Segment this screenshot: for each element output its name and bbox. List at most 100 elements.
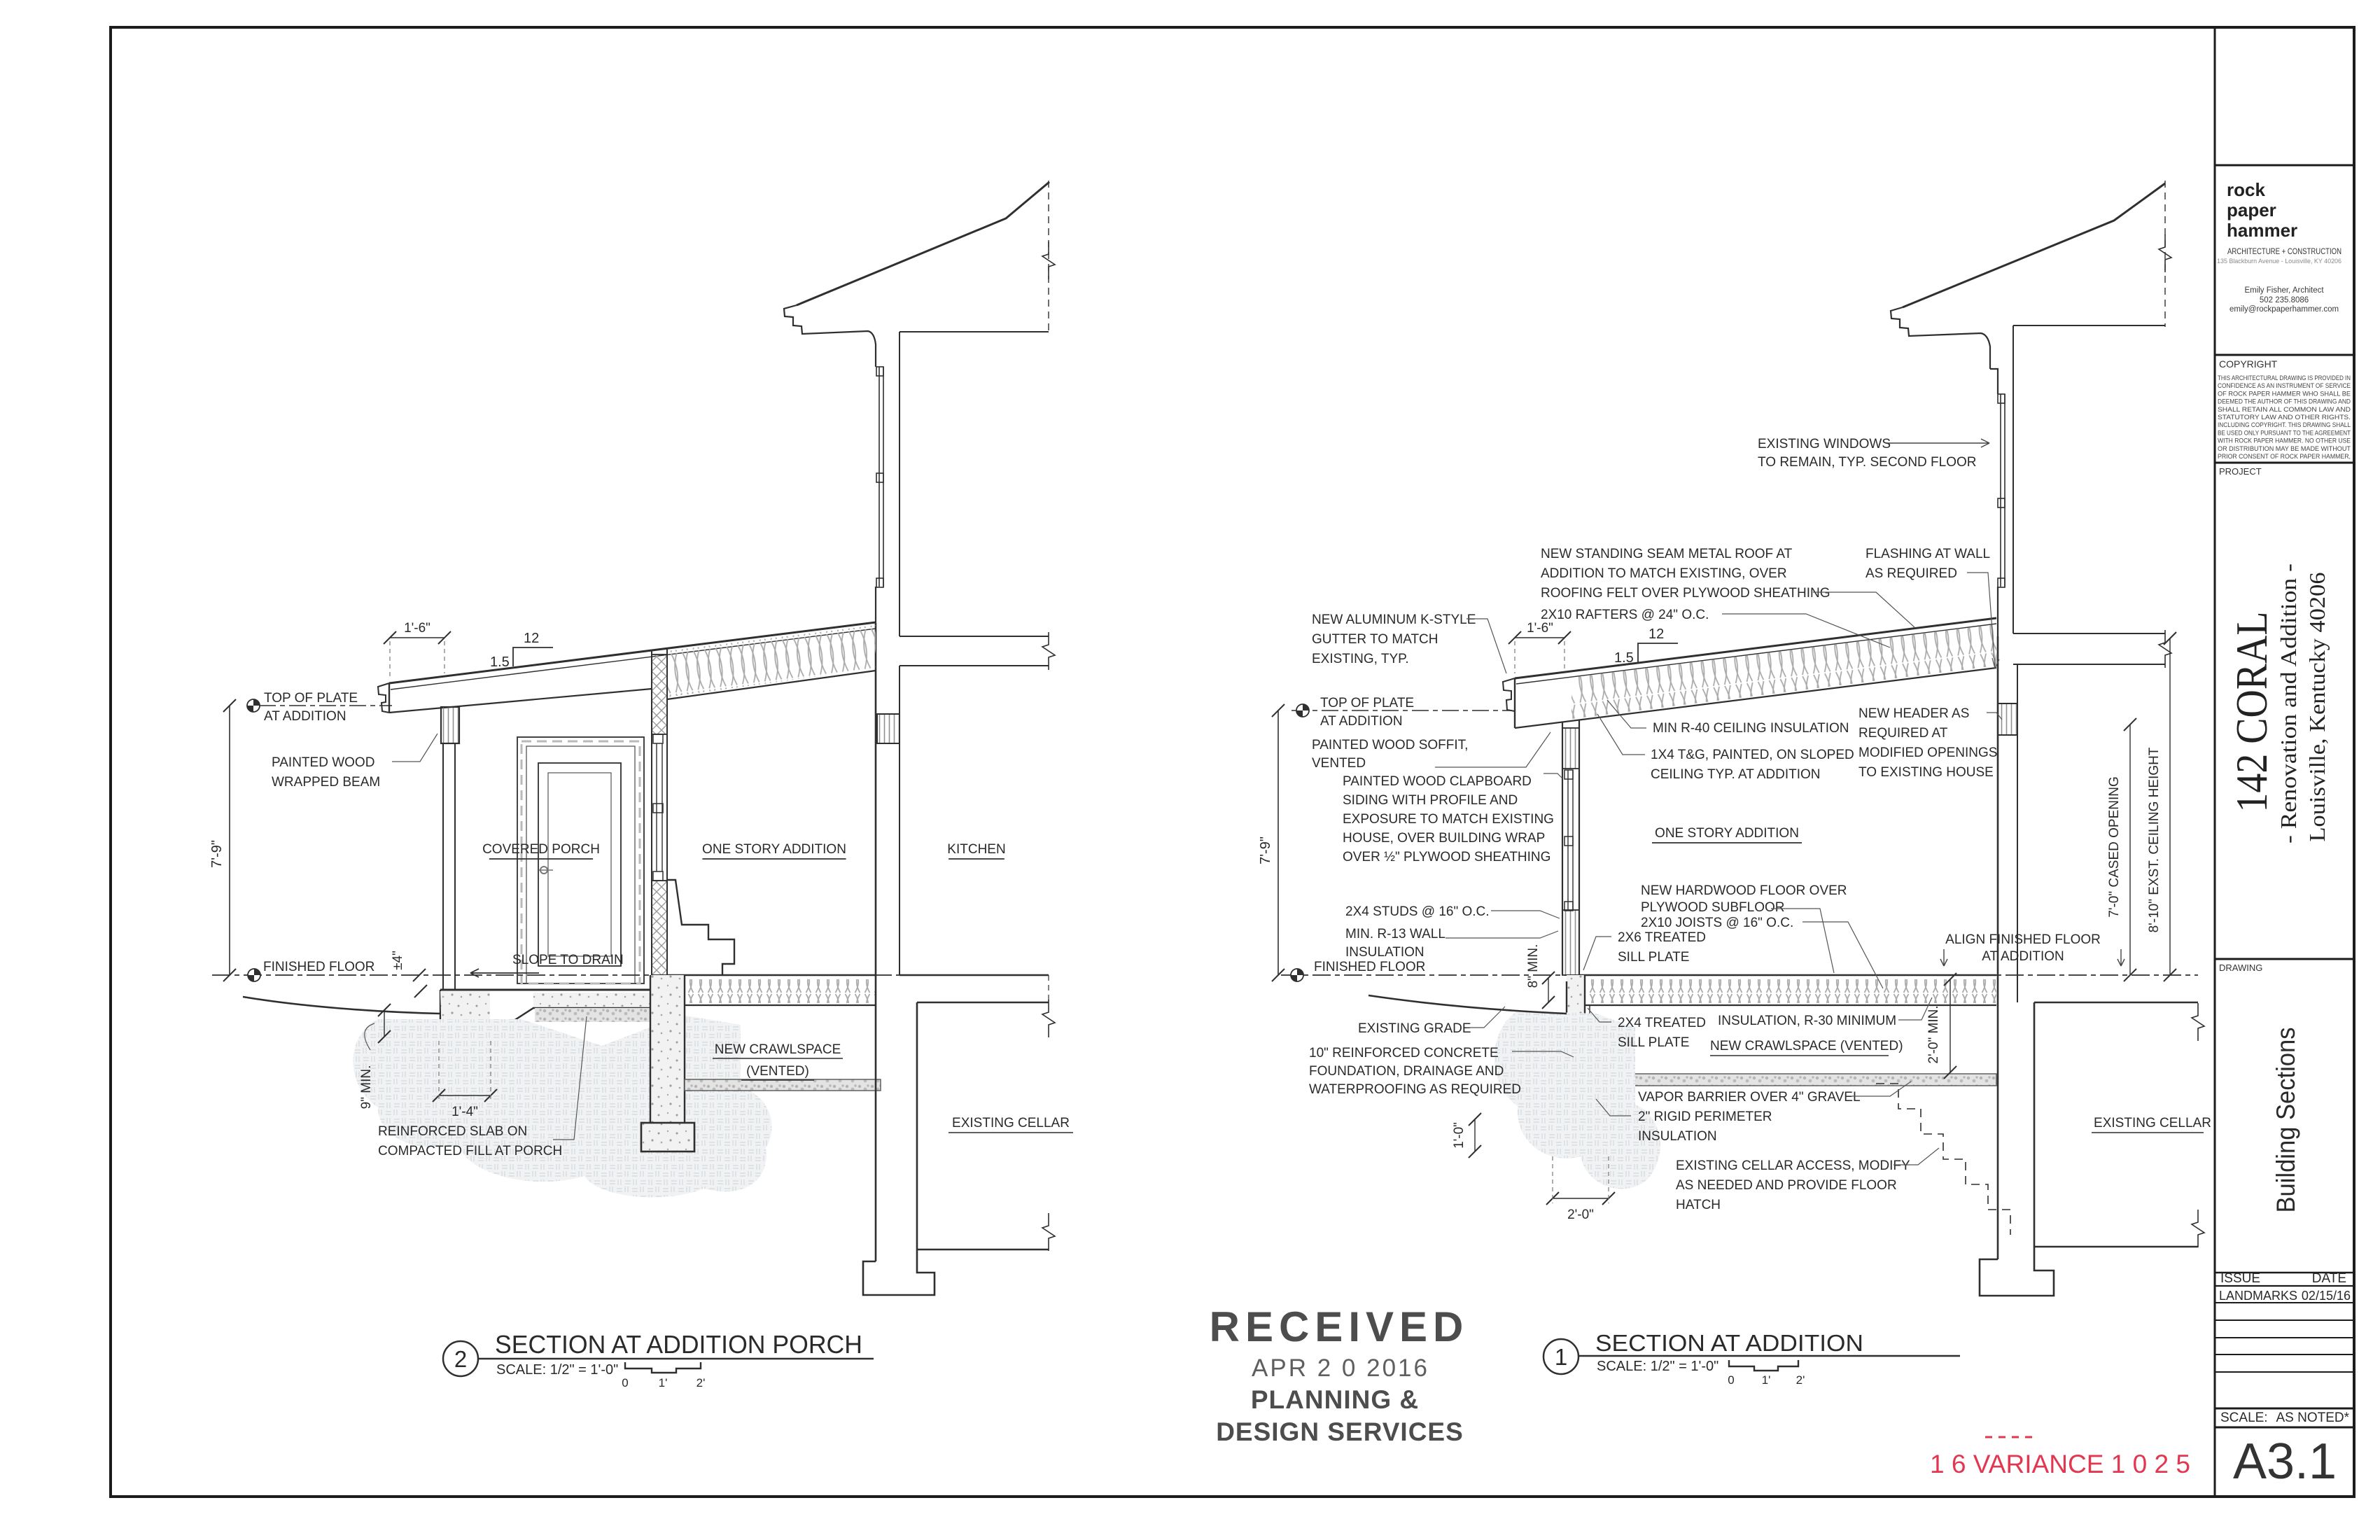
svg-text:0: 0 [1728,1373,1734,1387]
svg-text:INCLUDING COPYRIGHT. THIS DRAW: INCLUDING COPYRIGHT. THIS DRAWING SHALL [2218,421,2351,428]
svg-text:02/15/16: 02/15/16 [2302,1289,2351,1303]
svg-text:HATCH: HATCH [1676,1198,1721,1212]
svg-text:8'-10" EXST. CEILING HEIGHT: 8'-10" EXST. CEILING HEIGHT [2147,747,2162,932]
svg-text:TO EXISTING HOUSE: TO EXISTING HOUSE [1858,765,1994,780]
svg-text:7'-9": 7'-9" [209,840,225,868]
svg-text:2'-0" MIN.: 2'-0" MIN. [1926,1005,1941,1063]
svg-text:DATE: DATE [2312,1271,2346,1286]
svg-text:10" REINFORCED CONCRETE: 10" REINFORCED CONCRETE [1309,1046,1499,1060]
svg-text:NEW HEADER AS: NEW HEADER AS [1858,706,1969,721]
svg-text:VENTED: VENTED [1312,756,1366,771]
svg-text:9" MIN.: 9" MIN. [359,1065,374,1110]
svg-text:SILL PLATE: SILL PLATE [1618,1035,1689,1050]
svg-text:DESIGN SERVICES: DESIGN SERVICES [1216,1418,1464,1446]
svg-text:1': 1' [659,1376,668,1390]
svg-text:TOP OF PLATE: TOP OF PLATE [1320,696,1414,710]
svg-text:EXISTING CELLAR ACCESS, MODIFY: EXISTING CELLAR ACCESS, MODIFY [1676,1158,1910,1173]
svg-text:RECEIVED: RECEIVED [1210,1303,1469,1350]
svg-text:emily@rockpaperhammer.com: emily@rockpaperhammer.com [2230,305,2339,314]
svg-text:PROJECT: PROJECT [2219,466,2262,477]
svg-text:NEW STANDING SEAM METAL ROOF A: NEW STANDING SEAM METAL ROOF AT [1541,547,1793,561]
svg-text:SECTION AT ADDITION: SECTION AT ADDITION [1595,1330,1863,1356]
svg-text:7'-9": 7'-9" [1258,836,1273,864]
svg-text:NEW ALUMINUM K-STYLE: NEW ALUMINUM K-STYLE [1312,612,1476,627]
svg-text:AT ADDITION: AT ADDITION [264,709,346,724]
svg-text:ADDITION TO MATCH EXISTING, OV: ADDITION TO MATCH EXISTING, OVER [1541,566,1787,581]
svg-text:MIN R-40 CEILING INSULATION: MIN R-40 CEILING INSULATION [1653,721,1849,736]
svg-text:COVERED PORCH: COVERED PORCH [482,842,600,857]
svg-text:1'-4": 1'-4" [451,1105,478,1119]
svg-text:2: 2 [454,1346,467,1372]
svg-text:Building Sections: Building Sections [2272,1028,2300,1213]
svg-text:PAINTED WOOD: PAINTED WOOD [272,755,374,770]
svg-text:WRAPPED BEAM: WRAPPED BEAM [272,775,380,790]
svg-text:PAINTED WOOD CLAPBOARD: PAINTED WOOD CLAPBOARD [1343,774,1532,789]
svg-text:hammer: hammer [2227,220,2297,241]
svg-text:CEILING TYP. AT ADDITION: CEILING TYP. AT ADDITION [1651,767,1821,782]
svg-text:PAINTED WOOD SOFFIT,: PAINTED WOOD SOFFIT, [1312,738,1468,752]
svg-text:1.5: 1.5 [1614,650,1634,666]
svg-text:FINISHED FLOOR: FINISHED FLOOR [1314,960,1425,974]
svg-text:8" MIN.: 8" MIN. [1526,944,1541,988]
svg-text:MIN. R-13 WALL: MIN. R-13 WALL [1345,927,1446,941]
svg-text:AS REQUIRED: AS REQUIRED [1865,566,1957,581]
svg-text:- Renovation and Addition -: - Renovation and Addition - [2276,564,2301,844]
svg-text:SCALE: 1/2" = 1'-0": SCALE: 1/2" = 1'-0" [496,1362,618,1378]
svg-text:1 6 VARIANCE 1 0 2 5: 1 6 VARIANCE 1 0 2 5 [1930,1450,2190,1478]
svg-text:INSULATION: INSULATION [1638,1129,1717,1144]
svg-text:1'-6": 1'-6" [404,621,430,636]
svg-text:OR DISTRIBUTION MAY BE MADE WI: OR DISTRIBUTION MAY BE MADE WITHOUT [2218,445,2351,452]
svg-text:2" RIGID PERIMETER: 2" RIGID PERIMETER [1638,1110,1772,1124]
svg-text:1'-6": 1'-6" [1527,621,1553,636]
svg-text:1': 1' [1762,1373,1771,1387]
svg-text:WITH ROCK PAPER HAMMER. NO OTH: WITH ROCK PAPER HAMMER. NO OTHER USE [2218,438,2351,444]
svg-text:142 CORAL: 142 CORAL [2227,612,2276,813]
svg-text:1.5: 1.5 [490,654,510,670]
svg-text:NEW CRAWLSPACE (VENTED): NEW CRAWLSPACE (VENTED) [1710,1039,1903,1054]
svg-text:±4": ±4" [391,951,405,970]
svg-text:EXISTING WINDOWS: EXISTING WINDOWS [1758,437,1891,451]
svg-text:0: 0 [622,1376,628,1390]
svg-text:502 235.8086: 502 235.8086 [2260,296,2309,304]
svg-text:REINFORCED SLAB ON: REINFORCED SLAB ON [378,1124,527,1139]
svg-text:Louisville, Kentucky 40206: Louisville, Kentucky 40206 [2304,573,2330,842]
svg-text:EXISTING GRADE: EXISTING GRADE [1358,1021,1471,1036]
svg-text:THIS ARCHITECTURAL DRAWING IS: THIS ARCHITECTURAL DRAWING IS PROVIDED I… [2218,374,2351,382]
svg-text:HOUSE, OVER BUILDING WRAP: HOUSE, OVER BUILDING WRAP [1343,831,1545,846]
svg-text:1: 1 [1555,1344,1567,1370]
svg-text:SLOPE TO DRAIN: SLOPE TO DRAIN [512,953,624,967]
svg-text:AS NEEDED AND PROVIDE FLOOR: AS NEEDED AND PROVIDE FLOOR [1676,1178,1897,1193]
svg-text:EXISTING, TYP.: EXISTING, TYP. [1312,652,1409,666]
svg-text:INSULATION, R-30 MINIMUM: INSULATION, R-30 MINIMUM [1718,1014,1896,1028]
svg-text:FLASHING AT WALL: FLASHING AT WALL [1865,547,1990,561]
svg-text:BE USED ONLY PURSUANT TO THE A: BE USED ONLY PURSUANT TO THE AGREEMENT [2218,429,2351,436]
svg-text:ARCHITECTURE + CONSTRUCTION: ARCHITECTURE + CONSTRUCTION [2227,246,2342,256]
svg-text:APR 2 0 2016: APR 2 0 2016 [1252,1354,1429,1382]
svg-text:2X4 TREATED: 2X4 TREATED [1618,1016,1706,1030]
svg-text:OVER ½" PLYWOOD SHEATHING: OVER ½" PLYWOOD SHEATHING [1343,850,1550,864]
svg-text:AS NOTED*: AS NOTED* [2276,1410,2349,1425]
svg-text:STATUTORY LAW AND OTHER RIGHTS: STATUTORY LAW AND OTHER RIGHTS. [2218,414,2351,421]
svg-text:AT ADDITION: AT ADDITION [1320,714,1403,729]
svg-text:PLYWOOD SUBFLOOR: PLYWOOD SUBFLOOR [1641,900,1785,915]
svg-text:paper: paper [2227,200,2276,220]
svg-text:CONFIDENCE AS AN INSTRUMENT OF: CONFIDENCE AS AN INSTRUMENT OF SERVICE [2218,382,2351,389]
svg-text:PRIOR CONSENT OF ROCK PAPER HA: PRIOR CONSENT OF ROCK PAPER HAMMER, [2218,453,2351,460]
svg-text:COPYRIGHT: COPYRIGHT [2219,358,2278,370]
svg-text:NEW HARDWOOD FLOOR OVER: NEW HARDWOOD FLOOR OVER [1641,883,1847,898]
svg-text:EXISTING CELLAR: EXISTING CELLAR [2094,1116,2211,1130]
svg-text:2X4 STUDS @ 16" O.C.: 2X4 STUDS @ 16" O.C. [1345,904,1490,919]
svg-text:12: 12 [1648,626,1664,642]
svg-text:ISSUE: ISSUE [2220,1271,2260,1286]
svg-text:A3.1: A3.1 [2233,1434,2337,1490]
svg-text:7'-0" CASED OPENING: 7'-0" CASED OPENING [2107,776,2122,917]
svg-text:OF ROCK PAPER HAMMER WHO SHALL: OF ROCK PAPER HAMMER WHO SHALL BE [2218,390,2351,397]
svg-text:TOP OF PLATE: TOP OF PLATE [264,691,358,706]
svg-text:LANDMARKS: LANDMARKS [2219,1289,2297,1303]
svg-text:AT ADDITION: AT ADDITION [1982,949,2064,964]
svg-text:2': 2' [1796,1373,1805,1387]
svg-text:GUTTER TO MATCH: GUTTER TO MATCH [1312,632,1438,647]
svg-text:Emily Fisher, Architect: Emily Fisher, Architect [2244,286,2324,295]
svg-text:ROOFING FELT OVER PLYWOOD SHEA: ROOFING FELT OVER PLYWOOD SHEATHING [1541,586,1830,601]
svg-text:PLANNING &: PLANNING & [1251,1385,1419,1414]
